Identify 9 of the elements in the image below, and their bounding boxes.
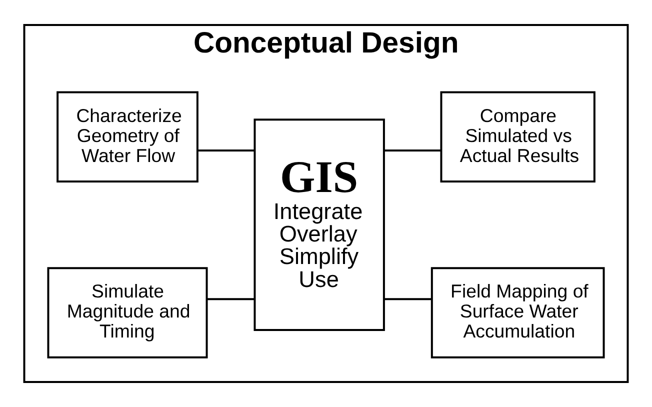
node-box: Field Mapping of Surface Water Accumulation: [430, 267, 605, 358]
node-box: Simulate Magnitude and Timing: [47, 267, 208, 358]
connector: [198, 150, 254, 152]
node-box: Characterize Geometry of Water Flow: [56, 91, 198, 183]
connector: [207, 298, 254, 300]
node-box: Compare Simulated vs Actual Results: [440, 91, 596, 183]
node-box: GIS Integrate Overlay Simplify Use: [254, 118, 385, 332]
connector: [384, 298, 432, 300]
connector: [384, 150, 441, 152]
